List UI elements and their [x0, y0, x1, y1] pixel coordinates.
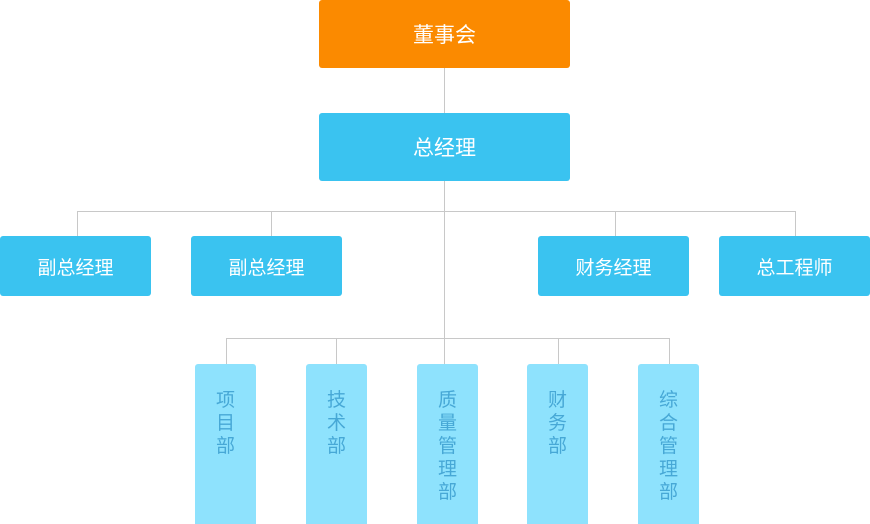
quality-management-department-node: 质量管理部: [417, 364, 478, 524]
general-management-department-node: 综合管理部: [638, 364, 699, 524]
manager-label: 副总经理: [37, 256, 114, 279]
project-department-node: 项目部: [195, 364, 256, 524]
general-manager-label: 总经理: [413, 136, 476, 160]
manager-label: 副总经理: [228, 256, 305, 279]
department-label: 财务部: [547, 389, 567, 457]
deputy-general-manager-node-2: 副总经理: [191, 236, 342, 296]
department-label: 技术部: [326, 389, 346, 457]
board-label: 董事会: [413, 23, 476, 47]
finance-department-node: 财务部: [527, 364, 588, 524]
department-label: 项目部: [215, 389, 235, 457]
department-label: 综合管理部: [658, 389, 678, 503]
general-manager-node: 总经理: [319, 113, 570, 181]
finance-manager-node: 财务经理: [538, 236, 689, 296]
deputy-general-manager-node-1: 副总经理: [0, 236, 151, 296]
technical-department-node: 技术部: [306, 364, 367, 524]
board-node: 董事会: [319, 0, 570, 68]
manager-label: 总工程师: [756, 256, 833, 279]
manager-label: 财务经理: [575, 256, 652, 279]
department-label: 质量管理部: [437, 389, 457, 503]
chief-engineer-node: 总工程师: [719, 236, 870, 296]
